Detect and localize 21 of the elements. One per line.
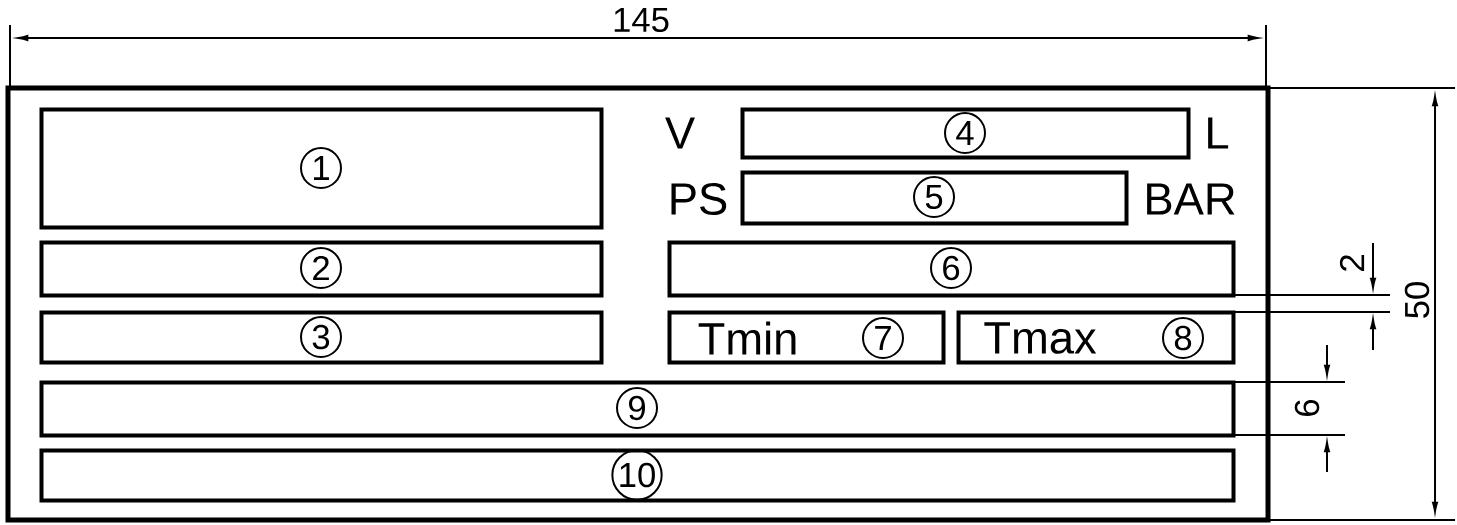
- field-label: Tmax: [984, 322, 1097, 354]
- dimension-text: 6: [1294, 399, 1320, 416]
- callout-number: 6: [930, 247, 972, 289]
- callout-number: 1: [300, 147, 342, 189]
- dimension-text: 145: [614, 7, 669, 33]
- field-label: Tmin: [698, 321, 796, 355]
- callout-number: 3: [300, 316, 342, 358]
- callout-number: 10: [611, 449, 663, 501]
- callout-number: 5: [913, 176, 955, 218]
- unit-label: V: [665, 117, 695, 149]
- unit-label: BAR: [1147, 183, 1235, 215]
- unit-label: L: [1208, 117, 1229, 149]
- dimension-text: 2: [1339, 255, 1365, 271]
- dimension-text: 50: [1404, 282, 1430, 318]
- callout-number: 8: [1162, 317, 1204, 359]
- plate-outline: [5, 85, 1271, 523]
- callout-number: 7: [862, 317, 904, 359]
- unit-label: PS: [671, 182, 727, 216]
- callout-number: 4: [944, 112, 986, 154]
- callout-number: 9: [616, 387, 658, 429]
- callout-number: 2: [300, 247, 342, 289]
